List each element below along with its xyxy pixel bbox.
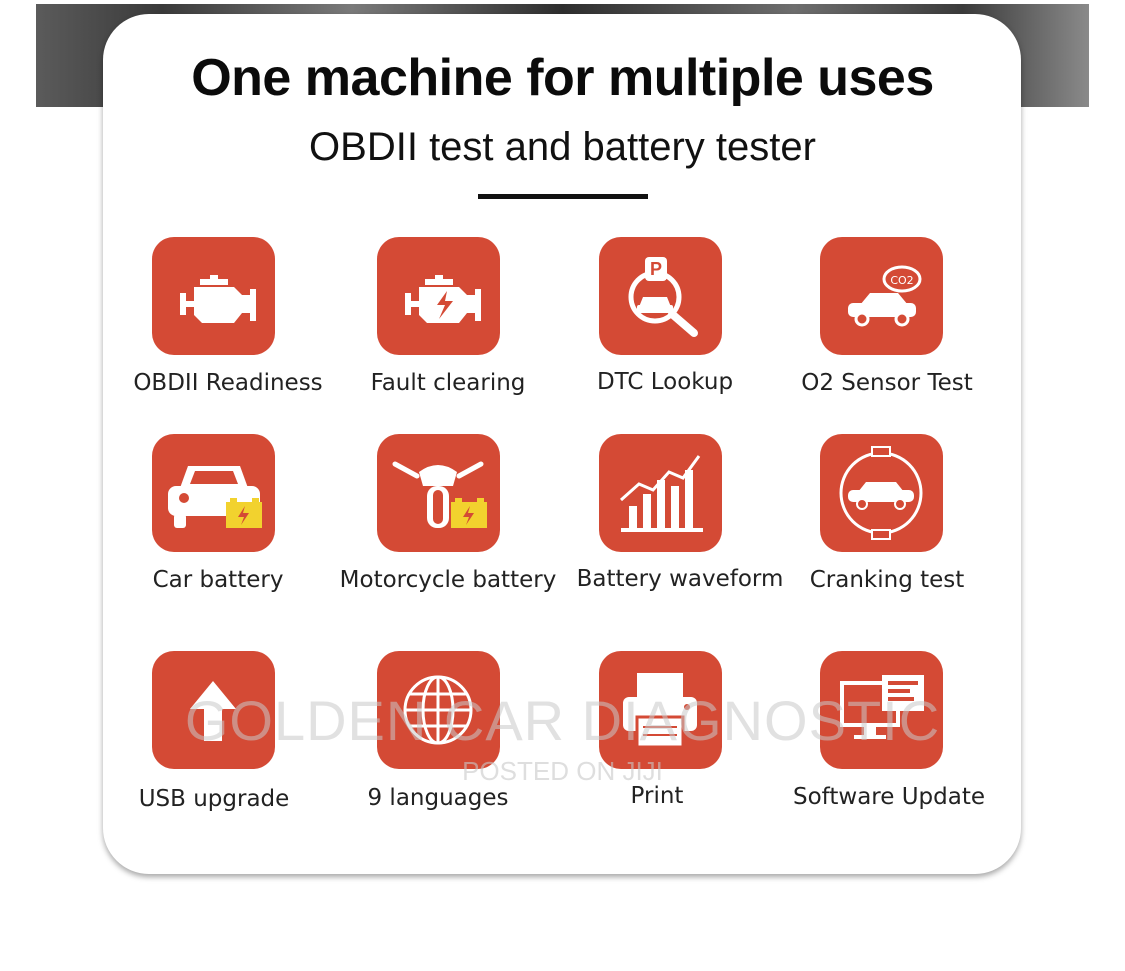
- feature-label: 9 languages: [367, 785, 509, 811]
- engine-fault-icon: [405, 275, 481, 323]
- feature-label: Print: [630, 783, 684, 809]
- feature-label: OBDII Readiness: [133, 370, 323, 396]
- motorcycle-battery-icon: [392, 461, 487, 528]
- upload-arrow-icon: [190, 681, 236, 741]
- feature-tile-print: [599, 651, 722, 769]
- feature-tile-motorcycle-battery: [377, 434, 500, 552]
- feature-tile-obdii-readiness: [152, 237, 275, 355]
- title-divider: [478, 194, 648, 199]
- svg-text:CO2: CO2: [890, 274, 913, 287]
- feature-tile-car-battery: [152, 434, 275, 552]
- watermark-subtext: POSTED ON JIJI: [462, 756, 663, 786]
- feature-tile-languages: [377, 651, 500, 769]
- page-subtitle: OBDII test and battery tester: [309, 125, 816, 169]
- printer-icon: [623, 673, 697, 749]
- bar-chart-icon: [620, 455, 703, 532]
- globe-icon: [403, 675, 473, 745]
- feature-label: DTC Lookup: [596, 369, 734, 395]
- feature-label: Software Update: [793, 784, 985, 810]
- computer-icon: [840, 675, 924, 739]
- feature-label: Cranking test: [809, 567, 965, 593]
- svg-text:P: P: [650, 259, 662, 279]
- feature-label: O2 Sensor Test: [801, 370, 973, 396]
- feature-label: Battery waveform: [576, 566, 784, 592]
- feature-tile-dtc-lookup: P: [599, 237, 722, 355]
- feature-label: Car battery: [152, 567, 284, 593]
- car-co2-icon: CO2: [848, 265, 922, 327]
- watermark-text: GOLDEN CAR DIAGNOSTIC: [184, 689, 941, 752]
- feature-label: Fault clearing: [370, 370, 526, 396]
- feature-tile-usb-upgrade: [152, 651, 275, 769]
- page-title: One machine for multiple uses: [191, 49, 934, 107]
- feature-label: USB upgrade: [138, 786, 290, 812]
- engine-icon: [180, 275, 256, 323]
- feature-tile-cranking-test: [820, 434, 943, 552]
- feature-tile-battery-waveform: [599, 434, 722, 552]
- feature-label: Motorcycle battery: [339, 567, 557, 593]
- dtc-search-icon: P: [628, 257, 698, 337]
- feature-tile-fault-clearing: [377, 237, 500, 355]
- feature-tile-o2-sensor: CO2: [820, 237, 943, 355]
- feature-tile-software-update: [820, 651, 943, 769]
- car-battery-icon: [168, 466, 262, 528]
- car-cycle-icon: [839, 446, 923, 540]
